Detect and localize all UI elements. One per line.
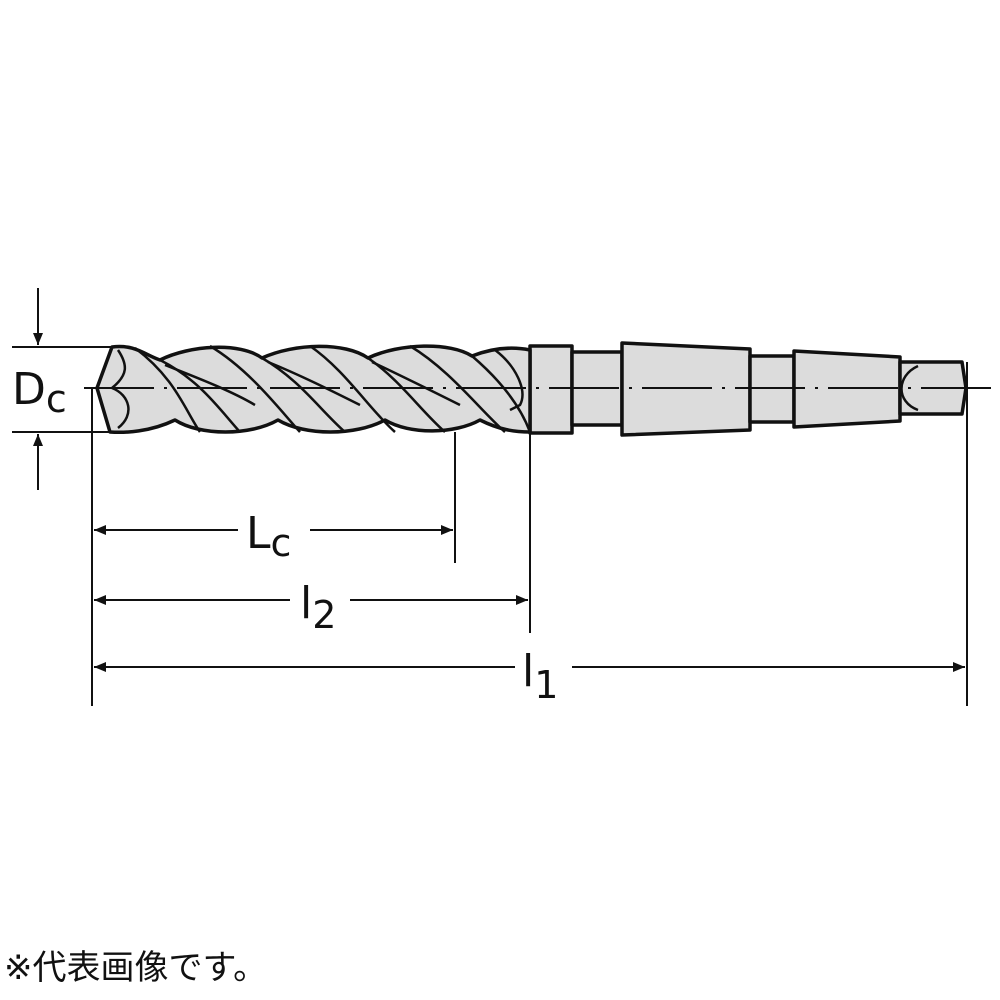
l1-label: l1 <box>522 646 558 707</box>
drill-body <box>95 344 532 435</box>
representative-image-note: ※代表画像です。 <box>4 948 268 988</box>
l2-label: l2 <box>300 578 336 637</box>
drill-flutes <box>95 344 532 435</box>
dc-label: Dc <box>12 364 67 421</box>
extension-lines <box>12 346 968 706</box>
lc-label: Lc <box>246 508 291 565</box>
shank-collar <box>528 344 574 435</box>
